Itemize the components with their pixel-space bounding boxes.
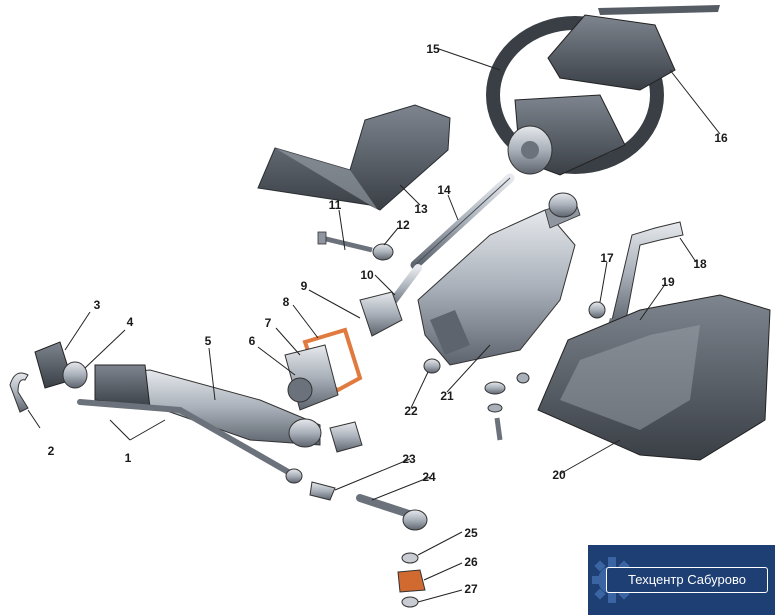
callout-label-8: 8 bbox=[282, 295, 290, 309]
steering-wheel bbox=[486, 16, 664, 176]
callout-label-19: 19 bbox=[661, 275, 675, 289]
callout-label-15: 15 bbox=[426, 42, 440, 56]
leader-lines bbox=[27, 47, 721, 603]
column-housing bbox=[417, 192, 581, 366]
tie-rod bbox=[77, 399, 303, 484]
nut-bolt-group bbox=[423, 358, 530, 441]
ball-joint-fasteners bbox=[397, 552, 426, 608]
bolts-11-12 bbox=[317, 231, 394, 261]
callout-label-25: 25 bbox=[464, 526, 478, 540]
callout-label-27: 27 bbox=[464, 582, 478, 596]
callout-label-14: 14 bbox=[437, 183, 451, 197]
brand-name: Техцентр Сабурово bbox=[606, 567, 768, 593]
lower-shroud bbox=[537, 294, 771, 461]
horn-pad bbox=[547, 5, 720, 91]
callout-label-13: 13 bbox=[414, 202, 428, 216]
callout-label-6: 6 bbox=[248, 334, 256, 348]
callout-label-2: 2 bbox=[47, 444, 55, 458]
callout-label-18: 18 bbox=[693, 257, 707, 271]
callout-label-5: 5 bbox=[204, 334, 212, 348]
callout-label-24: 24 bbox=[422, 470, 436, 484]
mount-cushions bbox=[9, 341, 88, 413]
callout-label-10: 10 bbox=[360, 268, 374, 282]
callout-label-21: 21 bbox=[440, 389, 454, 403]
callout-label-23: 23 bbox=[402, 452, 416, 466]
callout-label-11: 11 bbox=[328, 198, 342, 212]
callout-label-7: 7 bbox=[264, 316, 272, 330]
callout-label-16: 16 bbox=[714, 131, 728, 145]
callout-label-3: 3 bbox=[93, 298, 101, 312]
callout-label-20: 20 bbox=[552, 468, 566, 482]
tie-rod-end bbox=[309, 481, 428, 531]
mounting-flange bbox=[284, 327, 363, 411]
callout-label-4: 4 bbox=[126, 315, 134, 329]
intermediate-shaft bbox=[359, 264, 422, 337]
callout-label-9: 9 bbox=[300, 279, 308, 293]
brand-badge: Техцентр Сабурово bbox=[588, 545, 775, 615]
upper-shroud bbox=[257, 104, 451, 211]
callout-label-1: 1 bbox=[124, 451, 132, 465]
rack-housing bbox=[94, 364, 363, 453]
steering-shaft bbox=[410, 173, 515, 270]
callout-label-12: 12 bbox=[396, 218, 410, 232]
callout-label-26: 26 bbox=[464, 555, 478, 569]
callout-label-17: 17 bbox=[600, 251, 614, 265]
callout-label-22: 22 bbox=[404, 404, 418, 418]
